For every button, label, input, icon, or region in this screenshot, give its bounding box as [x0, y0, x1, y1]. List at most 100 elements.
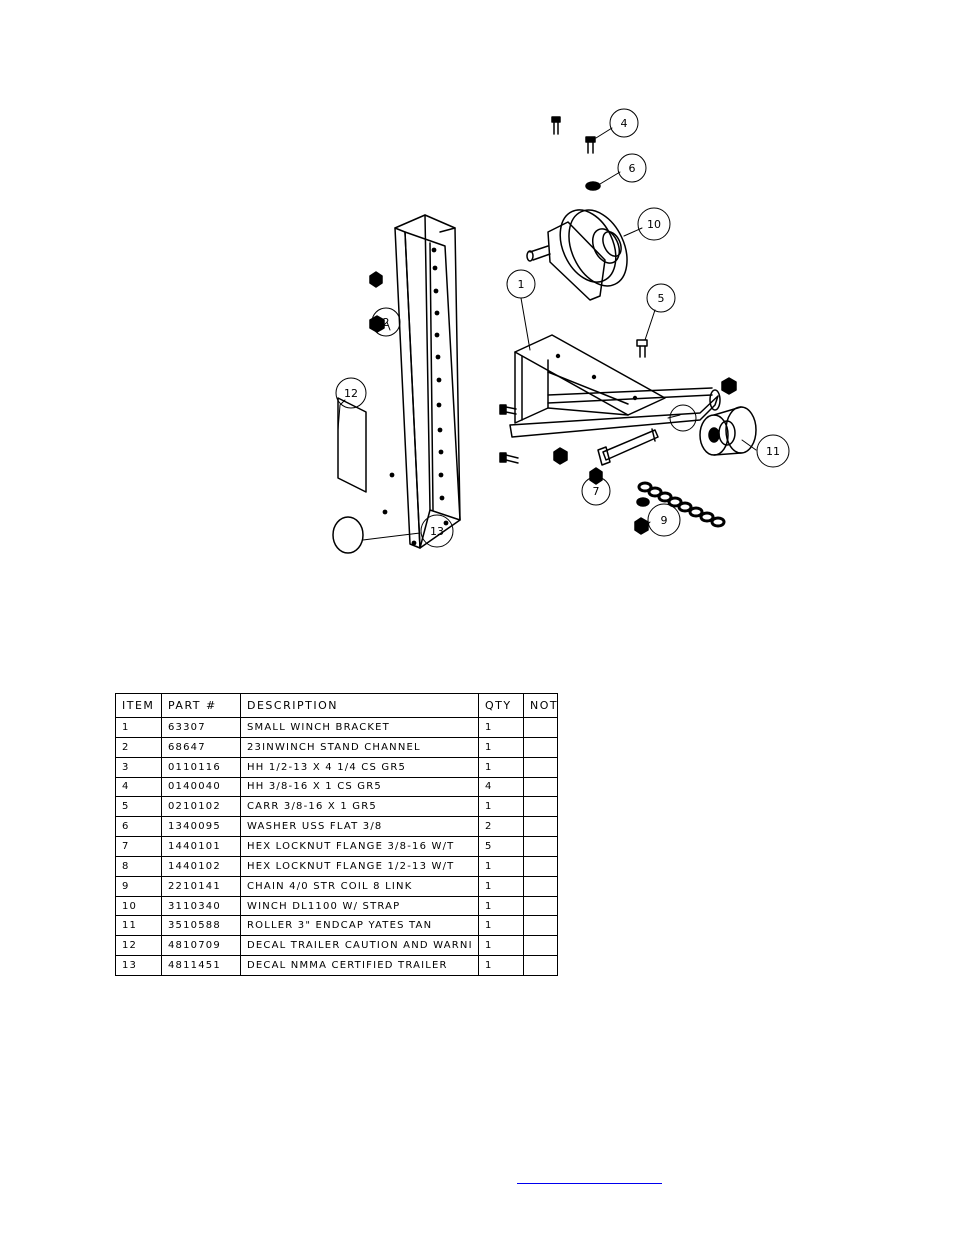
- bom-cell-qty: 1: [478, 736, 524, 758]
- winch-bracket-part: [509, 334, 721, 438]
- bom-cell-description: WASHER USS FLAT 3/8: [240, 816, 479, 838]
- exploded-parts-diagram: 4 6 10 1 5 11 7 9 2 12 13: [332, 108, 790, 554]
- bom-cell-qty: 1: [478, 935, 524, 957]
- bom-cell-description: DECAL TRAILER CAUTION AND WARNI: [240, 935, 479, 957]
- bom-cell-description: HEX LOCKNUT FLANGE 3/8-16 W/T: [240, 836, 479, 857]
- bom-cell-note: [523, 935, 558, 957]
- callout-7: 7: [593, 485, 600, 498]
- decal-nmma-part: [332, 516, 364, 554]
- bom-header-qty: QTY: [478, 693, 524, 718]
- callout-1: 1: [518, 278, 525, 291]
- callout-circles: [335, 108, 790, 548]
- bom-cell-item: 5: [115, 796, 162, 818]
- bom-cell-qty: 1: [478, 717, 524, 738]
- bom-cell-part: 3510588: [161, 915, 241, 937]
- bom-cell-item: 6: [115, 816, 162, 838]
- bom-cell-item: 1: [115, 717, 162, 738]
- locknut-icon: [553, 377, 737, 535]
- bom-cell-description: WINCH DL1100 W/ STRAP: [240, 895, 479, 917]
- washer-icon: [585, 181, 650, 507]
- small-bolt-icon: [499, 116, 648, 464]
- bom-cell-note: [523, 717, 558, 738]
- bom-cell-qty: 1: [478, 875, 524, 897]
- callout-13: 13: [430, 525, 444, 538]
- bom-cell-note: [523, 915, 558, 937]
- bom-cell-qty: 1: [478, 796, 524, 818]
- bom-cell-description: DECAL NMMA CERTIFIED TRAILER: [240, 955, 479, 976]
- callout-2: 2: [383, 316, 390, 329]
- bom-cell-note: [523, 756, 558, 778]
- bom-cell-qty: 5: [478, 836, 524, 857]
- chain-part: [637, 481, 726, 528]
- bom-cell-description: 23INWINCH STAND CHANNEL: [240, 736, 479, 758]
- winch-part: [526, 209, 628, 301]
- bom-cell-qty: 1: [478, 915, 524, 937]
- long-bolt-part: [597, 428, 659, 466]
- bom-cell-note: [523, 855, 558, 877]
- bom-cell-description: CARR 3/8-16 X 1 GR5: [240, 796, 479, 818]
- bom-header-note: NOTE: [523, 693, 558, 718]
- callout-4: 4: [621, 117, 628, 130]
- bom-cell-note: [523, 796, 558, 818]
- bom-cell-part: 0210102: [161, 796, 241, 818]
- channel-holes: [382, 247, 449, 546]
- footer-link-underline[interactable]: [517, 1183, 662, 1184]
- bom-cell-item: 9: [115, 875, 162, 897]
- bom-cell-note: [523, 955, 558, 976]
- bom-cell-qty: 1: [478, 756, 524, 778]
- callout-9: 9: [661, 514, 668, 527]
- bom-header-item: ITEM: [115, 693, 162, 718]
- bom-cell-qty: 4: [478, 776, 524, 798]
- bom-cell-description: HH 3/8-16 X 1 CS GR5: [240, 776, 479, 798]
- bom-cell-description: SMALL WINCH BRACKET: [240, 717, 479, 738]
- bom-cell-item: 4: [115, 776, 162, 798]
- bom-cell-note: [523, 836, 558, 857]
- bom-cell-part: 4810709: [161, 935, 241, 957]
- bom-cell-item: 13: [115, 955, 162, 976]
- bom-cell-part: 63307: [161, 717, 241, 738]
- bom-cell-description: ROLLER 3" ENDCAP YATES TAN: [240, 915, 479, 937]
- bom-cell-part: 3110340: [161, 895, 241, 917]
- bom-cell-note: [523, 816, 558, 838]
- bom-cell-part: 2210141: [161, 875, 241, 897]
- bom-cell-note: [523, 895, 558, 917]
- bom-cell-part: 68647: [161, 736, 241, 758]
- bom-cell-description: HEX LOCKNUT FLANGE 1/2-13 W/T: [240, 855, 479, 877]
- bom-cell-part: 4811451: [161, 955, 241, 976]
- bom-cell-item: 8: [115, 855, 162, 877]
- bom-cell-qty: 1: [478, 895, 524, 917]
- bom-cell-part: 1440102: [161, 855, 241, 877]
- bom-cell-item: 11: [115, 915, 162, 937]
- bom-cell-qty: 1: [478, 955, 524, 976]
- decal-caution-part: [337, 397, 367, 493]
- bom-cell-part: 0140040: [161, 776, 241, 798]
- bom-cell-item: 2: [115, 736, 162, 758]
- callout-5: 5: [658, 292, 665, 305]
- bom-cell-item: 7: [115, 836, 162, 857]
- callout-11: 11: [766, 445, 780, 458]
- callout-10: 10: [647, 218, 661, 231]
- bom-cell-part: 1340095: [161, 816, 241, 838]
- bom-header-description: DESCRIPTION: [240, 693, 479, 718]
- bom-cell-qty: 1: [478, 855, 524, 877]
- bom-cell-note: [523, 875, 558, 897]
- stand-channel-part: [394, 214, 461, 549]
- bom-header-part: PART #: [161, 693, 241, 718]
- bom-cell-part: 1440101: [161, 836, 241, 857]
- bom-cell-item: 3: [115, 756, 162, 778]
- bom-cell-note: [523, 736, 558, 758]
